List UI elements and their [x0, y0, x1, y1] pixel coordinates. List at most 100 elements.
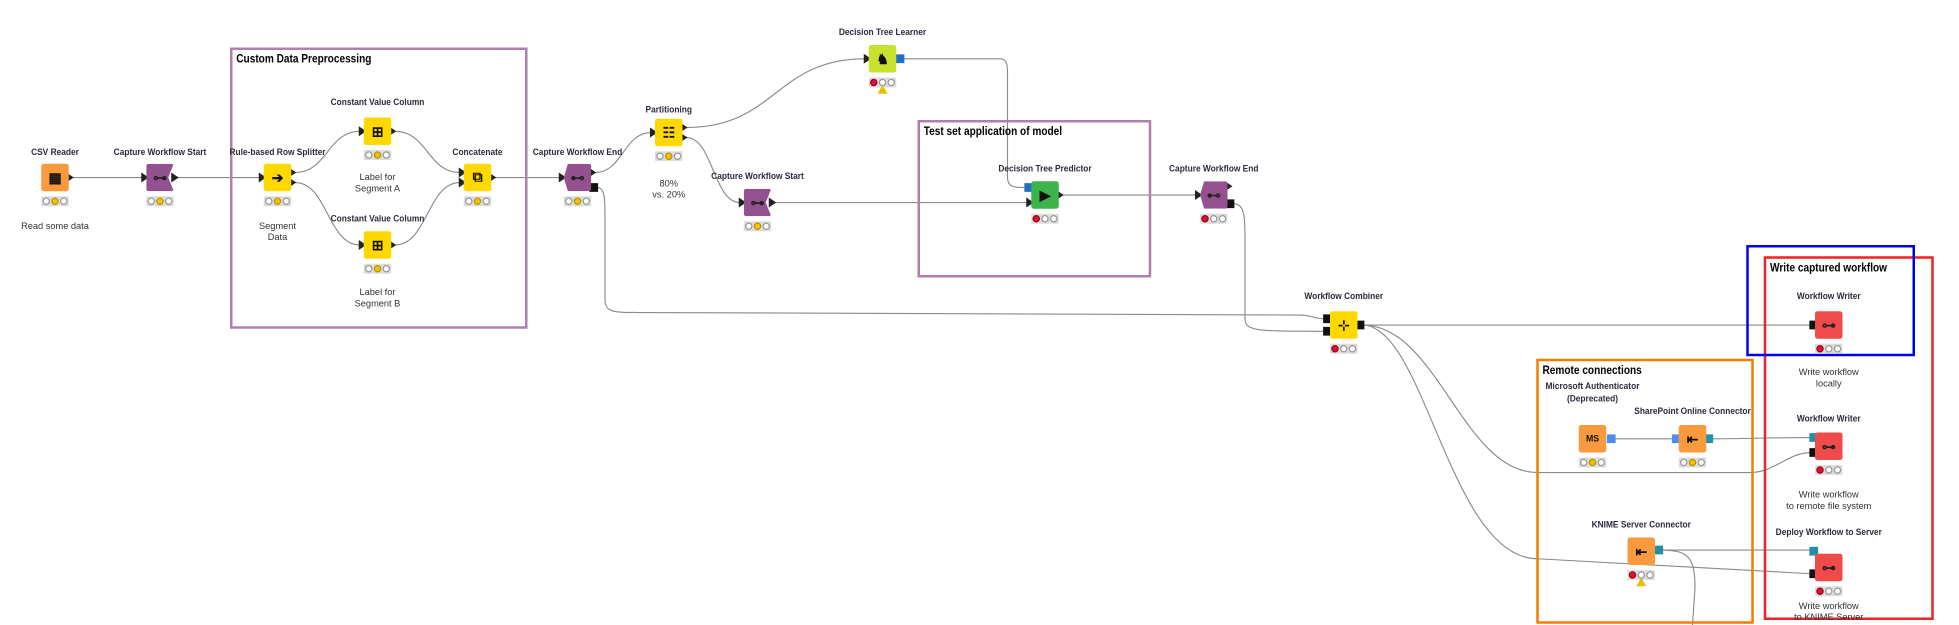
- connection[interactable]: [394, 181, 461, 246]
- annotation-custom-data-preprocessing[interactable]: Custom Data Preprocessing: [230, 47, 528, 329]
- connection-port[interactable]: [1654, 545, 1664, 555]
- connection-port[interactable]: [1704, 434, 1714, 444]
- workflow-port[interactable]: [1323, 326, 1332, 336]
- highlight-red-box: Write captured workflow: [1763, 256, 1934, 620]
- port-triangle[interactable]: [458, 167, 467, 178]
- port-triangle[interactable]: [863, 53, 872, 64]
- status-dot: [42, 197, 50, 205]
- connection-port[interactable]: [1809, 546, 1819, 556]
- workflow-port[interactable]: [1225, 199, 1235, 209]
- status-dot: [1032, 215, 1040, 223]
- status-dot: [1815, 345, 1824, 353]
- connection[interactable]: [1233, 203, 1326, 332]
- status-dot: [1050, 215, 1058, 223]
- port-triangle[interactable]: [358, 126, 367, 137]
- connection[interactable]: [1711, 436, 1812, 440]
- status-traffic-light: [263, 196, 292, 207]
- capture-end-icon[interactable]: ⊷: [1200, 181, 1228, 209]
- node-label: KNIME Server Connector: [1591, 518, 1691, 530]
- port-triangle[interactable]: [738, 197, 747, 208]
- status-traffic-light: [1200, 213, 1228, 224]
- flow-variable-port[interactable]: [589, 183, 599, 192]
- predictor-icon[interactable]: ▶: [1031, 181, 1059, 209]
- connection[interactable]: [394, 130, 461, 174]
- port-triangle[interactable]: [1195, 190, 1203, 200]
- connection-port[interactable]: [1809, 433, 1819, 442]
- connection[interactable]: [901, 58, 1026, 189]
- status-dot: [1834, 345, 1842, 353]
- add-column-icon[interactable]: ⊞: [363, 117, 392, 145]
- workflow-port[interactable]: [1809, 569, 1819, 579]
- workflow-writer-icon[interactable]: ⊶: [1815, 553, 1843, 582]
- connection[interactable]: [294, 130, 361, 174]
- status-dot: [1688, 458, 1697, 467]
- decision-tree-icon[interactable]: ♞: [868, 45, 897, 73]
- model-port[interactable]: [895, 54, 905, 64]
- status-dot: [264, 197, 273, 205]
- node-label: Decision Tree Predictor: [998, 162, 1092, 174]
- connection[interactable]: [1362, 324, 1812, 575]
- connection[interactable]: [1659, 549, 1696, 625]
- status-dot: [887, 78, 896, 87]
- node-label: SharePoint Online Connector: [1634, 405, 1751, 417]
- connector-icon[interactable]: ⇤: [1627, 537, 1655, 565]
- workflow-writer-icon[interactable]: ⊶: [1815, 311, 1843, 339]
- concatenate-icon[interactable]: ⧉: [463, 163, 492, 192]
- port-triangle[interactable]: [458, 177, 467, 188]
- node-annotation[interactable]: Segment Data: [259, 220, 296, 243]
- annotation-remote-connections[interactable]: Remote connections: [1536, 358, 1754, 624]
- node-label: Partitioning: [645, 103, 692, 115]
- partition-icon[interactable]: ☷: [655, 118, 683, 147]
- workflow-writer-icon[interactable]: ⊶: [1815, 432, 1843, 460]
- node-label: Workflow Writer: [1796, 412, 1861, 424]
- connection[interactable]: [686, 136, 741, 204]
- connector-icon[interactable]: ⇤: [1678, 425, 1707, 453]
- port-triangle[interactable]: [141, 172, 149, 183]
- workflow-port[interactable]: [1323, 314, 1332, 324]
- credential-port[interactable]: [1671, 434, 1681, 444]
- credential-port[interactable]: [1606, 434, 1616, 444]
- port-triangle[interactable]: [650, 127, 658, 138]
- node-annotation[interactable]: Write workflow locally: [1798, 366, 1859, 389]
- node-annotation[interactable]: Label for Segment A: [354, 171, 401, 194]
- connection[interactable]: [294, 181, 361, 246]
- port-triangle[interactable]: [171, 172, 179, 183]
- port-triangle[interactable]: [1026, 197, 1034, 208]
- add-column-icon[interactable]: ⊞: [363, 231, 392, 259]
- node-label: Workflow Writer: [1796, 290, 1861, 302]
- node-annotation[interactable]: Read some data: [21, 220, 89, 232]
- node-annotation[interactable]: 80% vs. 20%: [652, 177, 686, 201]
- node-label: Constant Value Column: [330, 96, 425, 108]
- node-label: Capture Workflow End: [532, 146, 623, 158]
- annotation-test-set-application[interactable]: Test set application of model: [917, 120, 1152, 278]
- node-annotation[interactable]: Write workflow to KNIME Server: [1794, 600, 1864, 623]
- combiner-icon[interactable]: ⊹: [1330, 311, 1358, 339]
- status-traffic-light: [1815, 343, 1843, 354]
- connection[interactable]: [686, 58, 866, 129]
- status-dot: [1824, 587, 1833, 595]
- node-annotation[interactable]: Label for Segment B: [354, 286, 401, 309]
- splitter-arrow-icon[interactable]: ➔: [263, 163, 292, 192]
- status-dot: [674, 152, 682, 160]
- node-annotation[interactable]: Write workflow to remote file system: [1786, 488, 1872, 512]
- status-dot: [1200, 215, 1209, 223]
- capture-end-icon[interactable]: ⊷: [563, 163, 592, 192]
- connection[interactable]: [597, 186, 1326, 320]
- workflow-port[interactable]: [1809, 448, 1819, 457]
- status-dot: [364, 151, 373, 159]
- status-dot: [1579, 458, 1588, 467]
- status-dot: [1349, 345, 1357, 353]
- port-triangle[interactable]: [358, 240, 367, 250]
- warning-icon: [1636, 577, 1647, 587]
- connection[interactable]: [594, 131, 652, 174]
- table-reader-icon[interactable]: ▦: [41, 163, 69, 192]
- workflow-port[interactable]: [1809, 320, 1819, 330]
- ms-key-icon[interactable]: MS: [1578, 425, 1607, 453]
- workflow-port[interactable]: [1355, 320, 1365, 330]
- port-triangle[interactable]: [768, 197, 777, 208]
- port-triangle[interactable]: [558, 172, 567, 183]
- connection[interactable]: [1362, 324, 1812, 474]
- model-port[interactable]: [1024, 183, 1034, 192]
- port-triangle[interactable]: [258, 172, 267, 183]
